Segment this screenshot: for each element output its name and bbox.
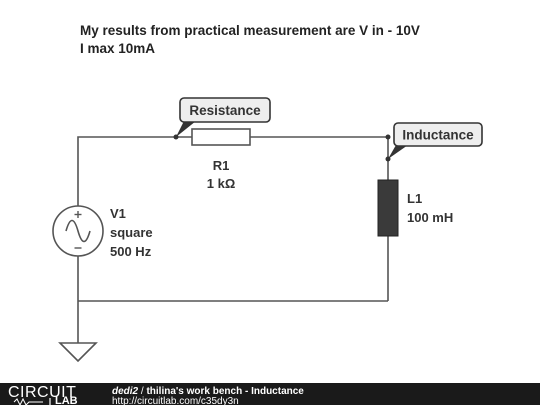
inductor-name: L1 (407, 191, 422, 206)
junction-dot (385, 134, 391, 140)
logo-text-circuit: CIRCUIT (8, 384, 76, 401)
logo-text-lab: LAB (55, 395, 78, 405)
source-frequency: 500 Hz (110, 244, 152, 259)
wires (77, 136, 389, 343)
logo-resistor-icon (13, 397, 43, 407)
source-name: V1 (110, 206, 126, 221)
inductance-callout-label: Inductance (402, 128, 474, 143)
resistor-name: R1 (213, 158, 230, 173)
resistance-callout[interactable]: Resistance (176, 97, 271, 137)
wire-left-top (77, 136, 192, 206)
inductor-l1-symbol[interactable] (377, 179, 399, 237)
resistor-r1-symbol[interactable] (191, 128, 251, 146)
resistance-callout-box (179, 97, 271, 123)
footer-bar (0, 383, 540, 405)
inductor-value: 100 mH (407, 210, 453, 225)
resistance-callout-pointer (176, 121, 196, 137)
inductance-callout-pointer (388, 145, 408, 159)
footer-author[interactable]: dedi2 (112, 386, 139, 397)
circuitlab-logo[interactable]: CIRCUIT LAB (8, 384, 78, 407)
footer-title-line: dedi2 / thilina's work bench - Inductanc… (112, 386, 304, 397)
footer-url[interactable]: http://circuitlab.com/c35dy3n (112, 396, 239, 407)
footer-separator: / (138, 386, 146, 397)
footer-circuit-title: thilina's work bench - Inductance (146, 386, 304, 397)
ground-icon (58, 342, 98, 363)
resistor-value: 1 kΩ (207, 176, 236, 191)
resistance-callout-label: Resistance (189, 103, 261, 118)
measurement-note-line1: My results from practical measurement ar… (80, 23, 420, 38)
resistance-probe-dot (173, 134, 179, 140)
inductance-probe-dot (385, 156, 391, 162)
sine-wave-icon (65, 219, 91, 243)
inductance-callout-box (393, 122, 483, 147)
voltage-source-v1[interactable] (52, 205, 104, 257)
source-type: square (110, 225, 153, 240)
inductance-callout[interactable]: Inductance (388, 122, 483, 159)
measurement-note-line2: I max 10mA (80, 41, 155, 56)
